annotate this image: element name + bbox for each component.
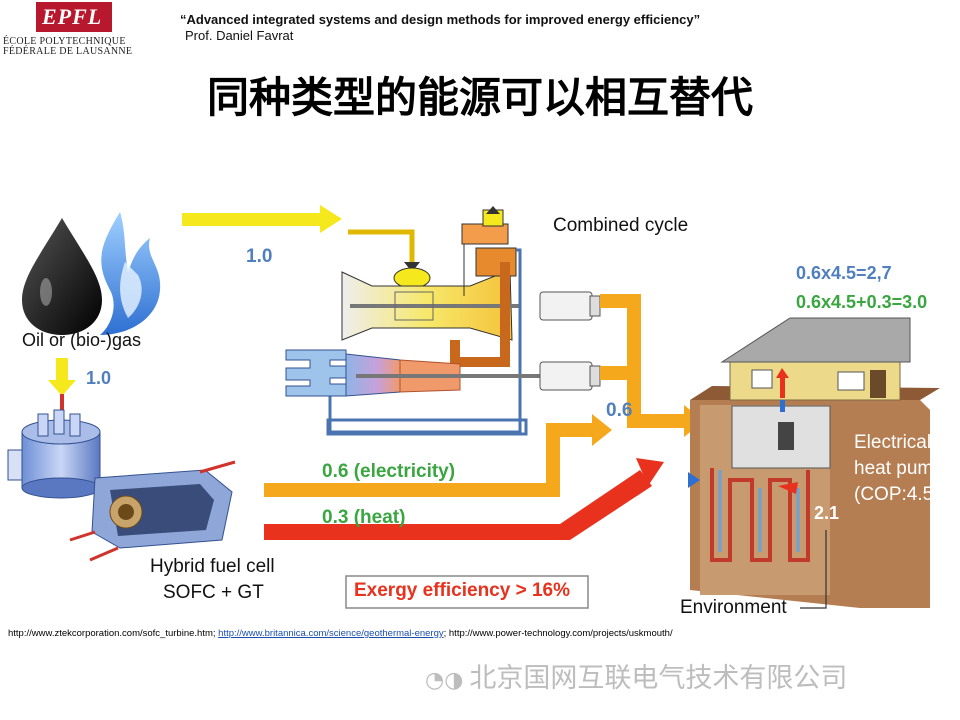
- logo-line-1: ÉCOLE POLYTECHNIQUE: [3, 36, 126, 47]
- references: http://www.ztekcorporation.com/sofc_turb…: [8, 628, 673, 639]
- ground-heat-value: 2.1: [814, 503, 840, 523]
- efficiency-label: Exergy efficiency > 16%: [354, 580, 570, 601]
- epfl-logo: EPFL ÉCOLE POLYTECHNIQUE FÉDÉRALE DE LAU…: [0, 0, 132, 57]
- course-title: “Advanced integrated systems and design …: [180, 12, 701, 27]
- formula-heat-pump: 0.6x4.5=2,7: [796, 263, 892, 283]
- fuel-label: Oil or (bio-)gas: [22, 330, 142, 350]
- logo-line-2: FÉDÉRALE DE LAUSANNE: [3, 46, 133, 57]
- cc-input-arrow: [182, 205, 342, 233]
- formula-total-heat: 0.6x4.5+0.3=3.0: [796, 292, 928, 312]
- cc-output-value: 0.6: [606, 400, 633, 421]
- wechat-icon: ◔◑: [425, 668, 464, 693]
- oil-drop-icon: [22, 218, 102, 335]
- reference-power-technology: ; http://www.power-technology.com/projec…: [443, 628, 673, 639]
- fuel-input-value: 1.0: [86, 368, 112, 388]
- heat-pump-label-line-1: Electrical: [854, 432, 932, 453]
- heat-pump-label-line-3: (COP:4.5): [854, 484, 940, 505]
- hybrid-label-line-1: Hybrid fuel cell: [150, 556, 275, 577]
- hybrid-label-line-2: SOFC + GT: [163, 582, 264, 603]
- gas-flame-icon: [100, 212, 161, 335]
- house-heat-pump: [688, 317, 940, 609]
- heat-flow: [264, 458, 664, 540]
- watermark: ◔◑北京国网互联电气技术有限公司: [425, 656, 847, 695]
- electricity-label: 0.6 (electricity): [322, 461, 456, 482]
- heat-pump-label-line-2: heat pump: [854, 458, 944, 479]
- slide-title: 同种类型的能源可以相互替代: [206, 73, 753, 122]
- cc-input-value: 1.0: [246, 246, 273, 267]
- combined-cycle-plant: [285, 206, 601, 436]
- combined-cycle-label: Combined cycle: [553, 215, 689, 236]
- efficiency-box: [345, 575, 589, 609]
- heat-label: 0.3 (heat): [322, 507, 406, 528]
- author-name: Prof. Daniel Favrat: [185, 28, 294, 43]
- watermark-text: 北京国网互联电气技术有限公司: [469, 663, 848, 694]
- electricity-flow: [264, 294, 704, 497]
- reference-britannica-link[interactable]: http://www.britannica.com/science/geothe…: [218, 628, 444, 639]
- fuel-input-arrow: [48, 358, 76, 418]
- fuel-cell-stack: [7, 409, 101, 499]
- epfl-logo-mark: EPFL: [36, 2, 112, 32]
- micro-turbine: [69, 460, 236, 562]
- environment-label: Environment: [680, 597, 787, 618]
- reference-ztek: http://www.ztekcorporation.com/sofc_turb…: [8, 628, 219, 639]
